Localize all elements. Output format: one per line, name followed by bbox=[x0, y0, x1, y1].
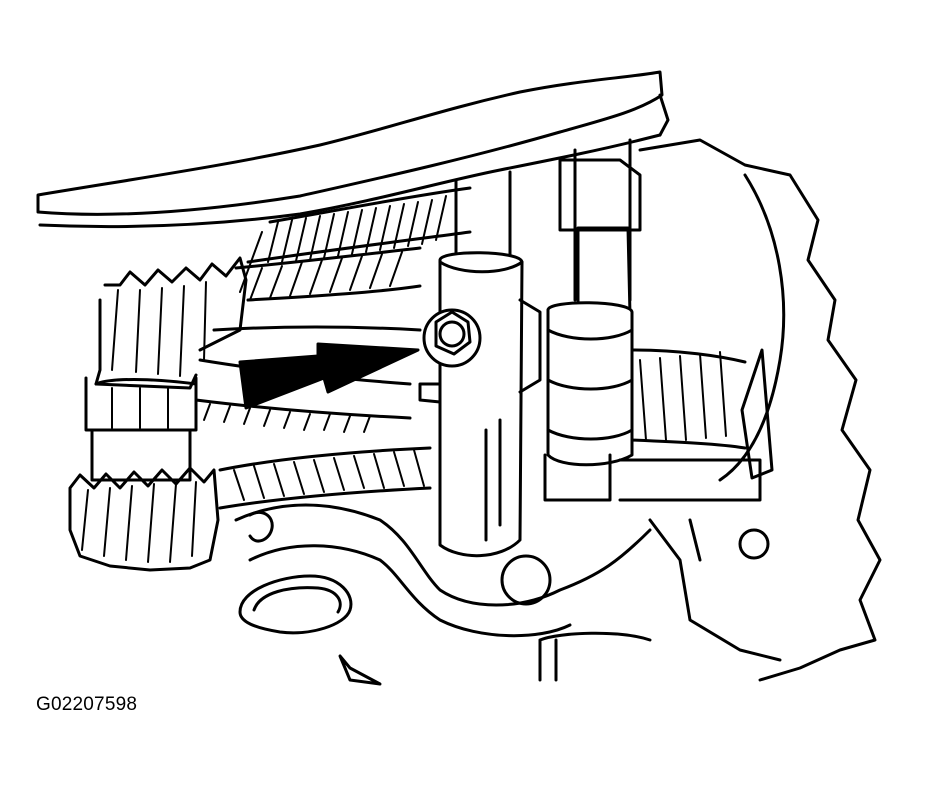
figure-code: G02207598 bbox=[36, 694, 138, 715]
right-shaft-assembly bbox=[543, 138, 762, 502]
left-gear-stack bbox=[68, 256, 248, 572]
fork-bolt bbox=[422, 308, 482, 368]
lower-case-casting bbox=[234, 503, 782, 686]
housing-cover bbox=[36, 70, 670, 229]
right-housing bbox=[638, 138, 882, 682]
upper-ring-gear bbox=[234, 186, 472, 302]
arrow-right-icon bbox=[238, 342, 420, 410]
